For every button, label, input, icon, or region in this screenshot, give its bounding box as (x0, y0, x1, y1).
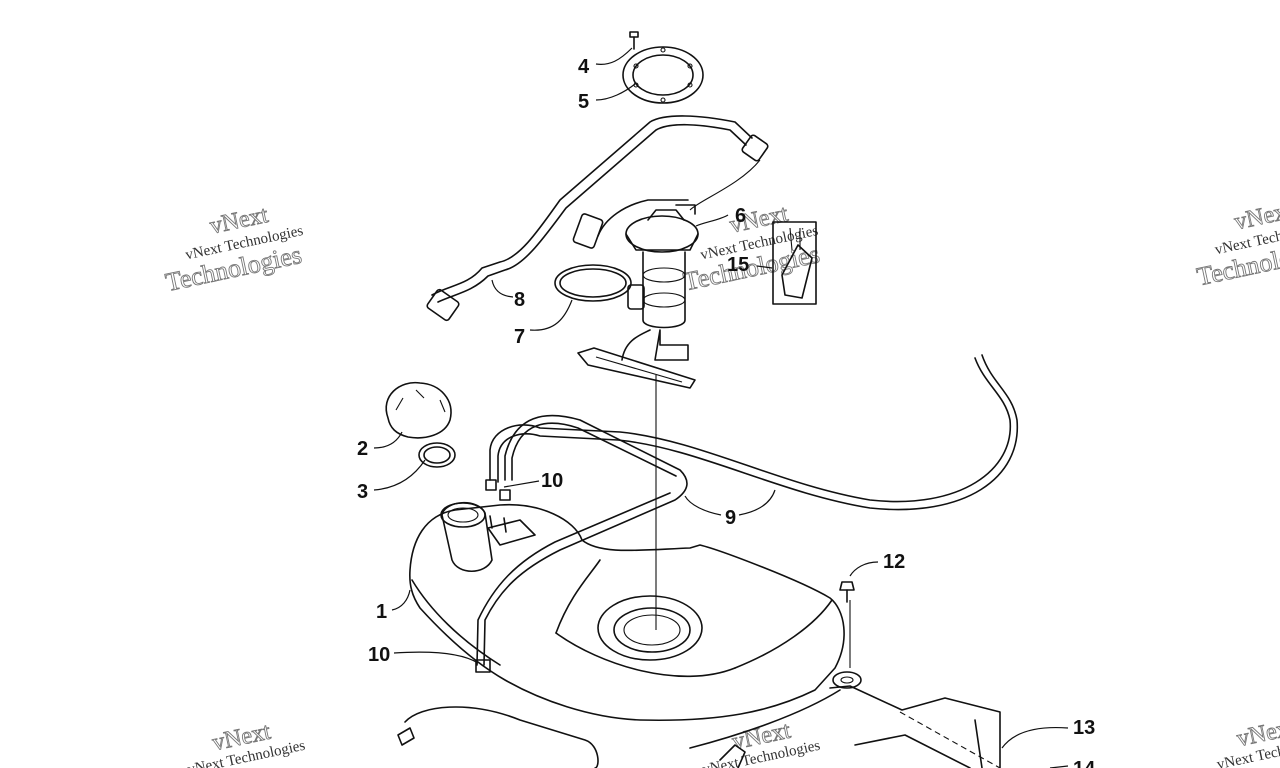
callout-8: 8 (514, 289, 525, 311)
vent-hose-part-9 (476, 354, 1018, 666)
watermark-right-lower: vNext vNext Technologies (1216, 714, 1280, 768)
watermark-center-upper: vNext vNext Technologies Technologies (680, 200, 822, 296)
callout-1: 1 (376, 601, 387, 623)
callout-9: 9 (725, 507, 736, 529)
fuel-sender-part-15 (772, 221, 817, 305)
callout-14: 14 (1073, 758, 1096, 768)
clip-part-10-upper (485, 479, 511, 501)
fuel-line-part-8 (426, 115, 769, 322)
leader-lines (373, 47, 1069, 768)
bracket-part-13 (829, 685, 1001, 768)
callout-3: 3 (357, 481, 368, 503)
fuel-tank-part-1 (397, 501, 845, 768)
screw-part-4 (629, 31, 639, 50)
callout-10-lower: 10 (368, 644, 390, 666)
fuel-cap-part-2 (385, 381, 452, 439)
strainer-plate (577, 347, 696, 389)
callout-15: 15 (727, 254, 749, 276)
watermark-left-lower: vNext vNext Technologies (186, 718, 307, 768)
clip-part-10-lower (475, 659, 491, 673)
cap-gasket-part-3 (418, 442, 456, 468)
screw-part-12 (832, 581, 862, 689)
fuel-pump-part-6 (572, 199, 699, 361)
callout-12: 12 (883, 551, 905, 573)
watermark-center-lower: vNext vNext Technologies (701, 717, 822, 768)
callout-2: 2 (357, 438, 368, 460)
callout-10-upper: 10 (541, 470, 563, 492)
callout-4: 4 (578, 56, 590, 78)
watermark-right-upper: vNext vNext Technologies Technologies (1194, 197, 1280, 292)
callout-5: 5 (578, 91, 589, 113)
o-ring-part-7 (554, 264, 632, 302)
gasket-plate-part-5 (622, 46, 704, 104)
watermark-left-upper: vNext vNext Technologies Technologies (162, 201, 304, 297)
callout-6: 6 (735, 205, 746, 227)
callout-7: 7 (514, 326, 525, 348)
callout-13: 13 (1073, 717, 1095, 739)
